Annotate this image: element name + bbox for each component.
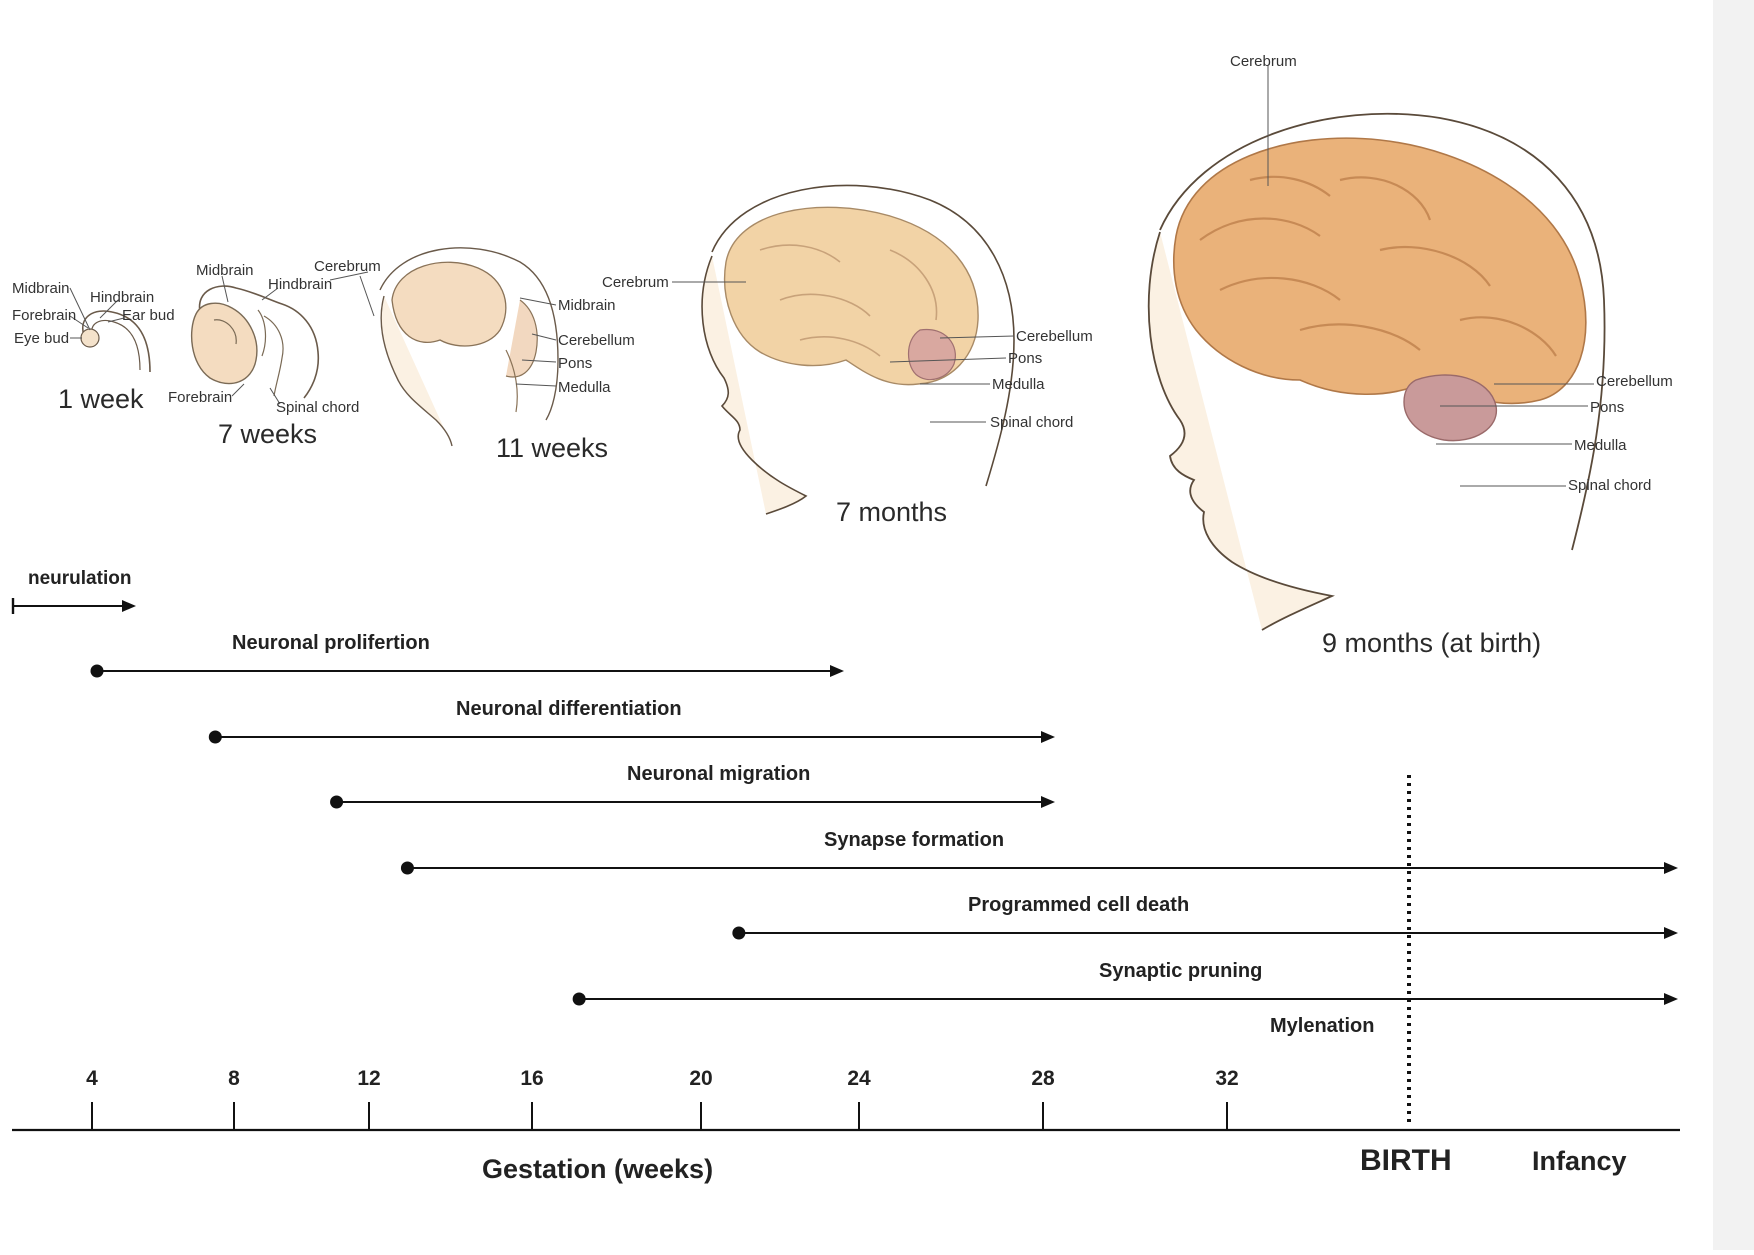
- embryo-1-week-inner: [91, 319, 141, 371]
- process-label: Synapse formation: [824, 829, 1004, 851]
- label-cerebrum-7w: Cerebrum: [314, 258, 381, 275]
- birth-label: BIRTH: [1360, 1144, 1452, 1177]
- stage-7-months-illustration: Cerebrum Cerebellum Pons Medulla Spinal …: [602, 184, 1093, 527]
- label-pons-7m: Pons: [1008, 350, 1042, 367]
- process-start-dot: [208, 730, 222, 744]
- caption-7-months: 7 months: [836, 497, 947, 527]
- caption-7-weeks: 7 weeks: [218, 419, 317, 449]
- label-spinal-chord-9m: Spinal chord: [1568, 477, 1651, 494]
- process-label: Neuronal migration: [627, 763, 810, 785]
- process-label: Neuronal prolifertion: [232, 632, 430, 654]
- axis-tick-label: 4: [86, 1067, 98, 1090]
- process-row: Synapse formation: [400, 829, 1678, 875]
- axis-tick-label: 16: [520, 1067, 543, 1090]
- label-spinal-chord-7m: Spinal chord: [990, 414, 1073, 431]
- stage-11-weeks-illustration: Midbrain Cerebellum Pons Medulla 11 week…: [359, 247, 635, 463]
- process-label: Neuronal differentiation: [456, 698, 682, 720]
- process-start-dot: [572, 992, 586, 1006]
- gestation-axis: 4 8 12 16 20 24 28 32: [12, 775, 1680, 1132]
- label-pons-9m: Pons: [1590, 399, 1624, 416]
- process-row: Programmed cell death: [732, 894, 1678, 940]
- process-arrowhead: [1664, 993, 1678, 1005]
- face-outline-11w: [380, 295, 453, 447]
- axis-title: Gestation (weeks): [482, 1154, 713, 1184]
- head-outline-9m: [1159, 112, 1606, 551]
- embryo-7-weeks-brain: [190, 302, 258, 385]
- stage-7-weeks-illustration: Midbrain Cerebrum Hindbrain Forebrain Sp…: [168, 258, 381, 449]
- caption-1-week: 1 week: [58, 384, 144, 414]
- axis-tick-label: 8: [228, 1067, 240, 1090]
- label-medulla-9m: Medulla: [1574, 437, 1627, 454]
- process-arrowhead: [1664, 927, 1678, 939]
- stage-1-week-illustration: Midbrain Hindbrain Forebrain Ear bud Eye…: [12, 280, 175, 414]
- label-cerebrum-7m: Cerebrum: [602, 274, 669, 291]
- process-arrowhead: [1041, 731, 1055, 743]
- axis-tick-label: 28: [1031, 1067, 1055, 1090]
- process-row: Neuronal prolifertion: [90, 632, 844, 678]
- embryo-7-weeks-drawing: [198, 285, 320, 399]
- process-start-dot: [330, 795, 344, 809]
- process-label: Mylenation: [1270, 1015, 1374, 1037]
- label-medulla-7m: Medulla: [992, 376, 1045, 393]
- head-outline-11w: [379, 247, 559, 421]
- label-hindbrain: Hindbrain: [90, 289, 154, 306]
- label-cerebellum-11w: Cerebellum: [558, 332, 635, 349]
- brain-11w-cerebrum: [391, 261, 507, 347]
- figure-canvas: Midbrain Hindbrain Forebrain Ear bud Eye…: [0, 0, 1713, 1250]
- face-outline-9m: [1147, 231, 1335, 631]
- axis-tick-label: 32: [1215, 1067, 1238, 1090]
- process-label: Programmed cell death: [968, 894, 1189, 916]
- label-forebrain-7w: Forebrain: [168, 389, 232, 406]
- cerebellum-9m: [1403, 374, 1498, 442]
- label-midbrain-11w: Midbrain: [558, 297, 616, 314]
- label-pons-11w: Pons: [558, 355, 592, 372]
- label-cerebellum-9m: Cerebellum: [1596, 373, 1673, 390]
- label-hindbrain-7w: Hindbrain: [268, 276, 332, 293]
- process-row: Neuronal differentiation: [208, 698, 1055, 744]
- axis-tick-label: 12: [357, 1067, 380, 1090]
- head-outline-7m: [711, 184, 1015, 487]
- caption-11-weeks: 11 weeks: [496, 433, 608, 463]
- axis-tick-label: 24: [847, 1067, 871, 1090]
- label-midbrain: Midbrain: [12, 280, 70, 297]
- process-label: Synaptic pruning: [1099, 960, 1262, 982]
- process-start-dot: [400, 861, 414, 875]
- brain-9m-cerebrum: [1173, 137, 1587, 405]
- eye-bud-icon: [80, 328, 100, 348]
- process-label: neurulation: [28, 568, 131, 589]
- process-arrowhead: [122, 600, 136, 612]
- stage-9-months-illustration: Cerebrum Cerebellum Pons Medulla Spinal …: [1147, 53, 1673, 658]
- label-eye-bud: Eye bud: [14, 330, 69, 347]
- label-spinal-chord-7w: Spinal chord: [276, 399, 359, 416]
- process-row: Synaptic pruning: [572, 960, 1678, 1006]
- label-medulla-11w: Medulla: [558, 379, 611, 396]
- brain-development-diagram: Midbrain Hindbrain Forebrain Ear bud Eye…: [11, 53, 1680, 1184]
- process-row: Neuronal migration: [330, 763, 1055, 809]
- axis-tick-label: 20: [689, 1067, 712, 1090]
- caption-9-months: 9 months (at birth): [1322, 628, 1541, 658]
- label-midbrain-7w: Midbrain: [196, 262, 254, 279]
- process-arrowhead: [1664, 862, 1678, 874]
- process-arrowhead: [1041, 796, 1055, 808]
- label-ear-bud: Ear bud: [122, 307, 175, 324]
- label-cerebrum-9m: Cerebrum: [1230, 53, 1297, 70]
- process-row: neurulation: [11, 568, 136, 614]
- label-cerebellum-7m: Cerebellum: [1016, 328, 1093, 345]
- infancy-label: Infancy: [1532, 1146, 1627, 1176]
- label-forebrain: Forebrain: [12, 307, 76, 324]
- process-start-dot: [90, 664, 104, 678]
- process-start-dot: [732, 926, 746, 940]
- process-row: Mylenation: [1270, 1015, 1374, 1037]
- process-arrowhead: [830, 665, 844, 677]
